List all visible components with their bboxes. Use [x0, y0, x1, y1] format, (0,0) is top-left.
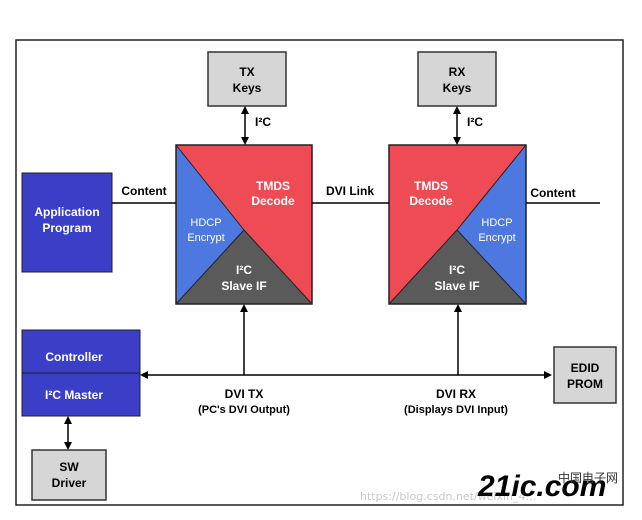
- rx-slave-label-1: I²C: [449, 263, 465, 277]
- controller-label: Controller: [45, 350, 103, 364]
- rx-keys-label-2: Keys: [443, 81, 472, 95]
- watermark-url: https://blog.csdn.net/weixin_4…: [360, 490, 537, 503]
- tx-keys-box: TX Keys: [207, 51, 287, 107]
- rx-keys-box: RX Keys: [417, 51, 497, 107]
- tx-hdcp-label-1: HDCP: [190, 217, 221, 229]
- sw-driver-label-1: SW: [59, 460, 79, 474]
- dvi-tx-label-2: (PC's DVI Output): [198, 404, 290, 416]
- app-program-label-2: Program: [42, 221, 91, 235]
- rx-hdcp-region: [457, 145, 526, 304]
- rx-slave-label-2: Slave IF: [434, 279, 479, 293]
- tx-slave-label-1: I²C: [236, 263, 252, 277]
- tx-hdcp-region: [176, 145, 244, 304]
- tx-slave-label-2: Slave IF: [221, 279, 266, 293]
- rx-hdcp-label-2: Encrypt: [478, 232, 515, 244]
- tx-slave-region: [176, 230, 312, 304]
- dvi-tx-label-1: DVI TX: [225, 387, 264, 401]
- dvi-rx-label-1: DVI RX: [436, 387, 476, 401]
- app-program-label-1: Application: [34, 205, 99, 219]
- rx-keys-label-1: RX: [449, 65, 466, 79]
- tx-tmds-label-2: Decode: [251, 194, 295, 208]
- edid-label-1: EDID: [571, 361, 600, 375]
- rx-tmds-label-2: Decode: [409, 194, 453, 208]
- dvi-link-label: DVI Link: [326, 184, 374, 198]
- watermark: https://blog.csdn.net/weixin_4… 21ic.com…: [360, 470, 618, 503]
- tx-keys-label-1: TX: [239, 65, 254, 79]
- rx-i2c-label: I²C: [467, 115, 483, 129]
- rx-hdcp-label-1: HDCP: [481, 217, 512, 229]
- content-right-label: Content: [530, 186, 575, 200]
- rx-tmds-region: [389, 145, 526, 304]
- dvi-rx-label-2: (Displays DVI Input): [404, 404, 508, 416]
- tx-tmds-label-1: TMDS: [256, 179, 290, 193]
- tx-i2c-label: I²C: [255, 115, 271, 129]
- tx-block: TMDS Decode HDCP Encrypt I²C Slave IF: [175, 144, 313, 305]
- sw-driver-label-2: Driver: [52, 476, 87, 490]
- controller-box: Controller I²C Master: [21, 329, 141, 417]
- application-program-box: Application Program: [21, 172, 113, 273]
- sw-driver-box: SW Driver: [31, 449, 107, 501]
- rx-tmds-label-1: TMDS: [414, 179, 448, 193]
- rx-slave-region: [389, 230, 526, 304]
- edid-prom-box: EDID PROM: [553, 346, 617, 404]
- content-left-label: Content: [121, 184, 166, 198]
- watermark-logo: 21ic.com: [477, 470, 606, 503]
- i2c-master-label: I²C Master: [45, 388, 103, 402]
- watermark-logo-cn: 中国电子网: [558, 470, 618, 485]
- rx-block: TMDS Decode HDCP Encrypt I²C Slave IF: [388, 144, 527, 305]
- tx-tmds-region: [176, 145, 312, 304]
- tx-hdcp-label-2: Encrypt: [187, 232, 224, 244]
- tx-keys-label-2: Keys: [233, 81, 262, 95]
- outer-frame: [15, 39, 624, 506]
- edid-label-2: PROM: [567, 377, 603, 391]
